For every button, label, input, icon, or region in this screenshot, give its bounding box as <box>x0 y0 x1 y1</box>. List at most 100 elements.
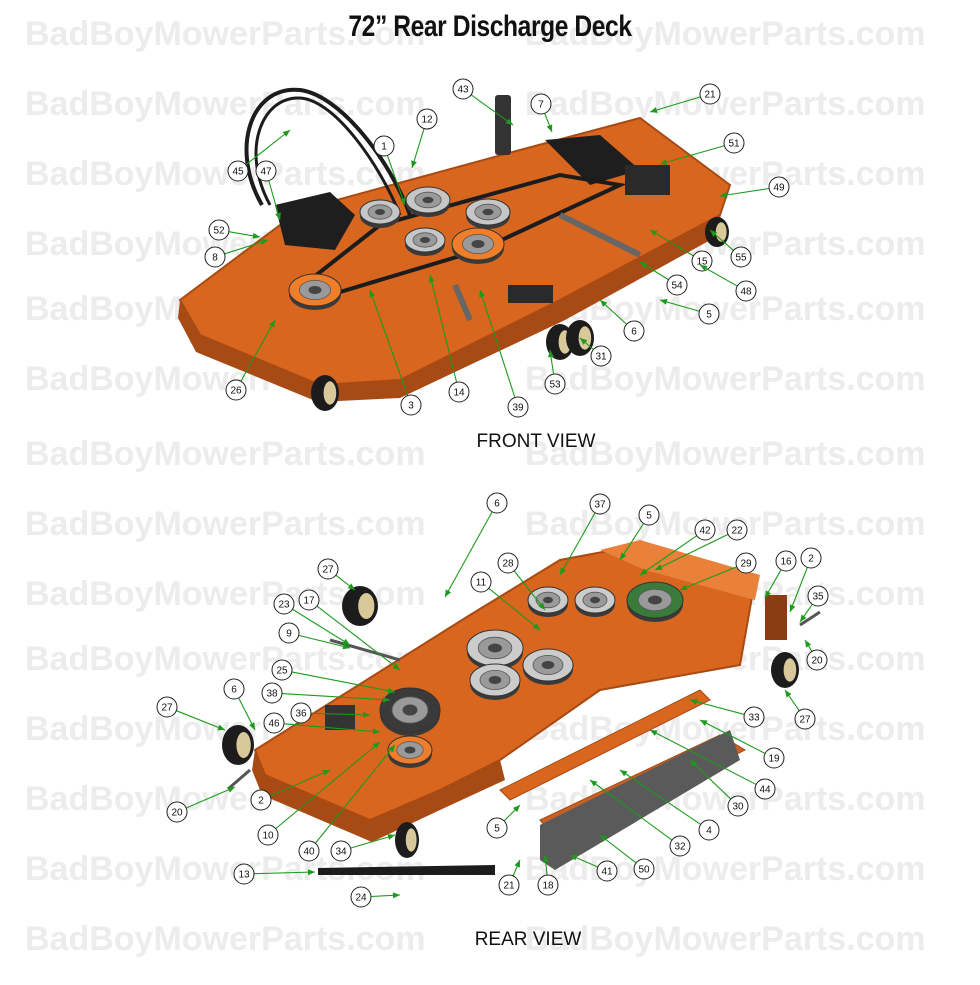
leader-arrowhead <box>347 583 355 590</box>
rear-callout-6: 6 <box>444 492 508 598</box>
rear-callout-27: 27 <box>784 689 816 730</box>
callout-number: 37 <box>594 500 606 511</box>
callout-circle <box>257 824 279 846</box>
rear-caster-wheel-left <box>222 725 254 765</box>
callout-number: 35 <box>812 592 824 603</box>
rear-callout-29: 29 <box>679 552 757 591</box>
leader-arrowhead <box>800 614 807 622</box>
callout-circle <box>273 593 295 615</box>
front-callout-45: 45 <box>227 129 291 182</box>
callout-number: 27 <box>799 715 811 726</box>
rear-callout-50: 50 <box>599 834 655 880</box>
callout-circle <box>807 585 829 607</box>
callout-number: 5 <box>646 511 652 522</box>
caster-wheel-right <box>705 217 729 247</box>
callout-number: 9 <box>286 629 292 640</box>
leader-arrowhead <box>620 770 628 777</box>
diagram-title: 72” Rear Discharge Deck <box>348 10 632 43</box>
rear-callout-40: 40 <box>298 744 396 862</box>
callout-circle <box>589 493 611 515</box>
leader-line <box>292 608 351 646</box>
callout-number: 6 <box>631 327 637 338</box>
callout-number: 38 <box>266 689 278 700</box>
callout-circle <box>204 246 226 268</box>
leader-arrowhead <box>640 262 648 269</box>
rear-pulley-a <box>466 629 524 670</box>
callout-number: 31 <box>595 352 607 363</box>
front-callout-53: 53 <box>544 349 566 395</box>
callout-circle <box>768 176 790 198</box>
leader-arrowhead <box>700 720 708 726</box>
leader-line <box>350 834 396 849</box>
rear-callout-20: 20 <box>166 786 236 823</box>
callout-number: 27 <box>161 703 173 714</box>
callout-circle <box>735 552 757 574</box>
leader-arrowhead <box>514 860 520 868</box>
leader-arrowhead <box>342 638 350 645</box>
decal-plate <box>508 285 553 303</box>
callout-circle <box>537 874 559 896</box>
leader-arrowhead <box>307 869 315 876</box>
callout-number: 47 <box>260 167 272 178</box>
leader-arrowhead <box>785 690 792 698</box>
idler-pulley-center <box>405 186 451 217</box>
front-callout-14: 14 <box>428 274 470 403</box>
leader-line <box>245 129 291 166</box>
leader-arrowhead <box>542 855 549 863</box>
callout-number: 6 <box>231 685 237 696</box>
rear-caster-wheel-bottom <box>395 822 419 858</box>
callout-circle <box>544 373 566 395</box>
leader-arrowhead <box>362 711 370 718</box>
callout-number: 39 <box>512 403 524 414</box>
callout-circle <box>806 649 828 671</box>
front-callout-31: 31 <box>579 337 612 367</box>
rear-callout-21: 21 <box>498 859 521 896</box>
callout-circle <box>486 492 508 514</box>
leader-line <box>269 769 331 797</box>
leader-arrowhead <box>260 239 268 245</box>
rear-callout-19: 19 <box>699 719 785 769</box>
axle-bolt-left <box>227 768 251 791</box>
callout-circle <box>261 682 283 704</box>
callout-circle <box>743 706 765 728</box>
callout-number: 45 <box>232 167 244 178</box>
callout-number: 54 <box>671 281 683 292</box>
rear-callout-2: 2 <box>250 769 331 811</box>
rear-callout-42: 42 <box>639 519 716 576</box>
rear-callout-5: 5 <box>486 804 521 839</box>
front-callout-39: 39 <box>479 289 529 418</box>
callout-number: 34 <box>335 847 347 858</box>
callout-circle <box>638 504 660 526</box>
callout-circle <box>754 778 776 800</box>
watermark-text: BadBoyMowerParts.com <box>525 435 926 473</box>
callout-circle <box>263 712 285 734</box>
rear-callout-27: 27 <box>317 558 356 591</box>
caster-bracket <box>765 595 787 640</box>
rear-callout-5: 5 <box>619 504 660 561</box>
callout-number: 25 <box>276 666 288 677</box>
rear-callout-24: 24 <box>350 886 401 908</box>
leader-arrowhead <box>680 584 688 591</box>
callout-circle <box>794 708 816 730</box>
leader-arrowhead <box>538 602 545 610</box>
leader-line <box>649 96 701 113</box>
callout-circle <box>166 801 188 823</box>
leader-arrowhead <box>411 160 417 168</box>
callout-circle <box>400 394 422 416</box>
rear-pulley-d <box>527 586 569 617</box>
watermark-text: BadBoyMowerParts.com <box>525 850 926 888</box>
leader-line <box>488 587 541 631</box>
leader-arrowhead <box>710 230 718 237</box>
leader-line <box>176 710 226 731</box>
callout-circle <box>278 622 300 644</box>
leader-line <box>619 523 645 561</box>
leader-line <box>654 533 729 571</box>
leader-line <box>298 634 351 649</box>
callout-circle <box>727 795 749 817</box>
callout-number: 41 <box>601 867 613 878</box>
mower-blade <box>318 865 495 875</box>
callout-number: 13 <box>238 870 250 881</box>
leader-arrowhead <box>369 290 376 298</box>
leader-arrowhead <box>372 728 380 735</box>
